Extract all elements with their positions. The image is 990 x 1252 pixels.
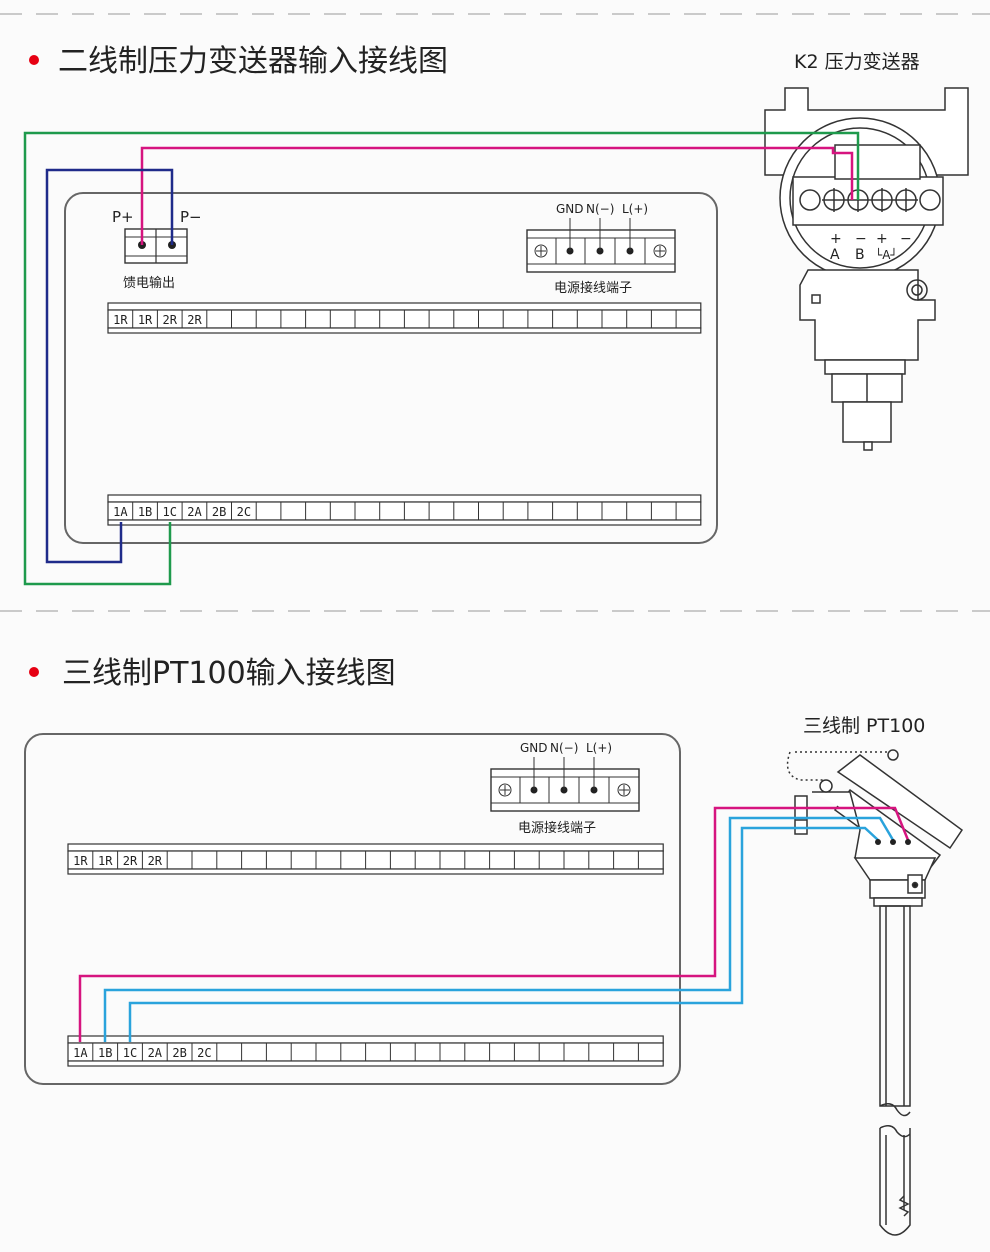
pt100-sensor-illustration	[786, 749, 964, 1236]
power-terminal-label: 电源接线端子	[554, 280, 632, 296]
section2-device-label: 三线制 PT100	[803, 715, 925, 737]
wire-navy-1a-p-minus	[45, 168, 174, 564]
terminal-label: 1R	[113, 313, 128, 327]
section1-bottom-terminal-strip: 1A 1B 1C 2A 2B 2C	[107, 494, 702, 526]
transmitter-plus-2-label: +	[876, 231, 888, 247]
wire-green-1c	[23, 131, 860, 586]
pt100-terminal-3	[905, 839, 911, 845]
wire-blue-1c	[128, 826, 879, 1042]
transmitter-a-label: A	[830, 247, 840, 263]
section1-bullet	[29, 55, 39, 65]
terminal-label: 2R	[187, 313, 202, 327]
terminal-label: 2A	[148, 1046, 163, 1060]
terminal-label: 1B	[98, 1046, 112, 1060]
pt100-terminal-2	[890, 839, 896, 845]
pt100-terminal-1	[875, 839, 881, 845]
section1-title: 二线制压力变送器输入接线图	[58, 44, 448, 79]
power2-n-label: N(−)	[550, 741, 578, 755]
wire-blue-1b	[103, 816, 895, 1042]
pressure-transmitter-illustration	[764, 87, 969, 451]
terminal-label: 2A	[187, 505, 202, 519]
terminal-label: 2R	[148, 854, 163, 868]
terminal-label: 2B	[212, 505, 226, 519]
section2-bottom-terminal-strip: 1A 1B 1C 2A 2B 2C	[67, 1035, 664, 1067]
power-gnd-label: GND	[556, 202, 584, 216]
wire-magenta-1a	[78, 806, 910, 1042]
section2-instrument-box	[24, 733, 681, 1085]
terminal-label: 1R	[98, 854, 113, 868]
feed-p-plus-label: P+	[112, 208, 134, 226]
terminal-label: 1A	[73, 1046, 88, 1060]
transmitter-b-label: B	[855, 247, 865, 263]
feed-p-minus-label: P−	[180, 208, 202, 226]
terminal-label: 1C	[163, 505, 177, 519]
section1-top-terminal-strip: 1R 1R 2R 2R	[107, 302, 702, 334]
terminal-label: 2R	[123, 854, 138, 868]
terminal-label: 1A	[113, 505, 128, 519]
feed-output-label: 馈电输出	[123, 275, 175, 291]
transmitter-loop-label: └A┘	[875, 247, 898, 262]
transmitter-minus-b-label: −	[855, 231, 867, 247]
feed-output-terminal: P+ P− 馈电输出	[112, 208, 202, 291]
section2-bullet	[29, 667, 39, 677]
transmitter-minus-2-label: −	[900, 231, 912, 247]
section2-power-terminal: GND N(−) L(+) 电源接线端子	[490, 741, 640, 836]
power2-l-label: L(+)	[586, 741, 612, 755]
transmitter-plus-a-label: +	[830, 231, 842, 247]
terminal-label: 2R	[163, 313, 178, 327]
section1-power-terminal: GND N(−) L(+) 电源接线端子	[526, 202, 676, 296]
terminal-label: 1R	[138, 313, 153, 327]
terminal-label: 2B	[172, 1046, 186, 1060]
section2-title: 三线制PT100输入接线图	[62, 656, 396, 691]
terminal-label: 2C	[237, 505, 251, 519]
terminal-label: 2C	[197, 1046, 211, 1060]
terminal-label: 1C	[123, 1046, 137, 1060]
power-n-label: N(−)	[586, 202, 614, 216]
wire-magenta-p-plus	[140, 146, 854, 245]
power-l-label: L(+)	[622, 202, 648, 216]
section2-top-terminal-strip: 1R 1R 2R 2R	[67, 843, 664, 875]
section1-instrument-box	[64, 192, 718, 544]
terminal-label: 1R	[73, 854, 88, 868]
power2-terminal-label: 电源接线端子	[518, 820, 596, 836]
power2-gnd-label: GND	[520, 741, 548, 755]
terminal-label: 1B	[138, 505, 152, 519]
section1-device-label: K2 压力变送器	[794, 51, 920, 73]
